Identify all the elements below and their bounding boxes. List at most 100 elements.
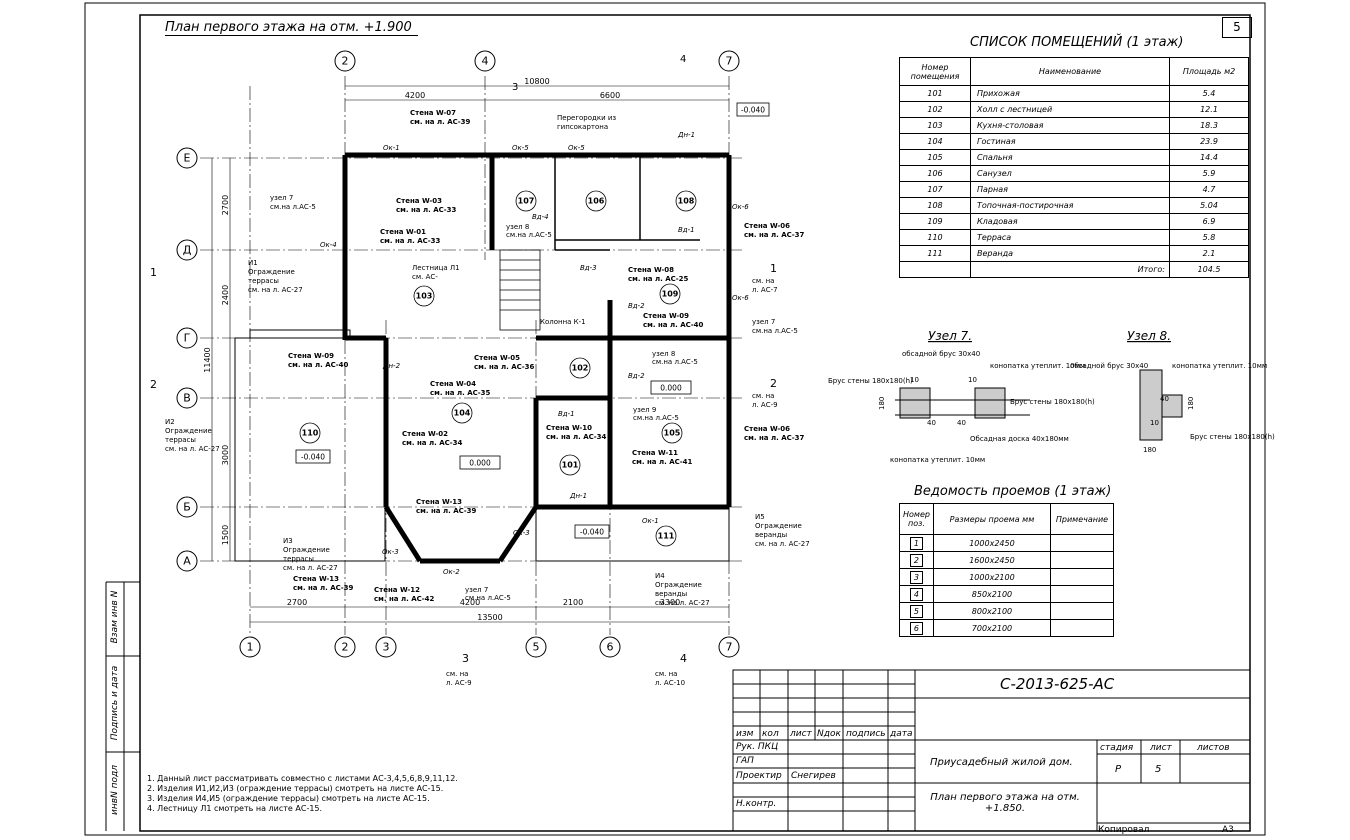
inner-frame (139, 14, 1251, 832)
stamp-gap: ГАП (736, 756, 754, 766)
opening-size: 1000х2450 (932, 534, 1051, 552)
sidebar-sign: Подпись и дата (110, 665, 120, 741)
svg-text:3000: 3000 (221, 445, 230, 465)
svg-text:Стена W-04: Стена W-04 (430, 380, 476, 388)
col-note: Примечание (1049, 503, 1115, 535)
col-name: Наименование (970, 57, 1170, 86)
table-row: 6 700х2100 (899, 619, 1115, 637)
svg-text:узел 8: узел 8 (506, 223, 529, 231)
svg-text:Ограждение: Ограждение (165, 427, 212, 435)
room-name: Санузел (970, 165, 1170, 182)
table-row: 110 Терраса 5.8 (899, 229, 1249, 246)
stamp-format: А3 (1222, 825, 1234, 835)
table-row: 3 1000х2100 (899, 568, 1115, 586)
stamp-izm: изм (736, 729, 754, 739)
room-num: 103 (899, 117, 971, 134)
axis-1: 1 (247, 641, 254, 654)
svg-text:Ограждение: Ограждение (755, 522, 802, 530)
room-num: 101 (899, 85, 971, 102)
svg-text:см. на л. АС-41: см. на л. АС-41 (632, 458, 693, 466)
table-row: 107 Парная 4.7 (899, 181, 1249, 198)
svg-text:1: 1 (770, 262, 777, 275)
svg-text:Стена W-13: Стена W-13 (293, 575, 339, 583)
svg-text:см. на л. АС-40: см. на л. АС-40 (643, 321, 704, 329)
svg-text:л. АС-9: л. АС-9 (752, 401, 778, 409)
table-row: 105 Спальня 14.4 (899, 149, 1249, 166)
opening-note (1049, 619, 1115, 637)
svg-text:10: 10 (910, 376, 919, 384)
room-name: Парная (970, 181, 1170, 198)
openings-table-title: Ведомость проемов (1 этаж) (914, 484, 1112, 499)
svg-text:гипсокартона: гипсокартона (557, 123, 608, 131)
svg-text:4200: 4200 (460, 598, 480, 607)
svg-text:см. на: см. на (752, 277, 774, 285)
axis-b: Б (183, 501, 191, 514)
col-size: Размеры проема мм (932, 503, 1051, 535)
room-area: 5.4 (1169, 85, 1249, 102)
svg-text:2: 2 (770, 377, 777, 390)
drawing-code: С-2013-625-АС (1000, 675, 1115, 693)
stair (499, 249, 541, 331)
svg-text:Дн-1: Дн-1 (677, 131, 695, 139)
svg-text:106: 106 (588, 197, 605, 206)
svg-text:Лестница Л1: Лестница Л1 (412, 264, 460, 272)
room-area: 5.9 (1169, 165, 1249, 182)
svg-text:Стена W-13: Стена W-13 (416, 498, 462, 506)
opening-pos: 4 (899, 585, 934, 603)
svg-text:обсадной брус 30х40: обсадной брус 30х40 (1070, 362, 1148, 370)
svg-text:см. на л. АС-39: см. на л. АС-39 (293, 584, 354, 592)
opening-note (1049, 602, 1115, 620)
svg-text:180: 180 (1143, 446, 1156, 454)
svg-text:11400: 11400 (203, 347, 212, 372)
svg-text:см.на л.АС-5: см.на л.АС-5 (270, 203, 316, 211)
room-num: 110 (899, 229, 971, 246)
svg-text:см. на л. АС-42: см. на л. АС-42 (374, 595, 435, 603)
stamp-data: дата (890, 729, 913, 739)
svg-text:см. на л. АС-25: см. на л. АС-25 (628, 275, 689, 283)
axis-4: 4 (482, 55, 489, 68)
room-numbers: 101 102 103 104 105 106 107 108 109 110 … (302, 197, 695, 541)
svg-text:см.на л.АС-5: см.на л.АС-5 (652, 358, 698, 366)
svg-text:107: 107 (518, 197, 535, 206)
opening-pos: 3 (899, 568, 934, 586)
stamp-kol: кол (762, 729, 779, 739)
table-row: 103 Кухня-столовая 18.3 (899, 117, 1249, 134)
svg-text:-0.040: -0.040 (301, 453, 325, 462)
svg-text:Брус стены 180х180(h): Брус стены 180х180(h) (828, 377, 913, 385)
svg-text:узел 8: узел 8 (652, 350, 675, 358)
opening-size: 850х2100 (932, 585, 1051, 603)
axis-a: А (183, 555, 191, 568)
room-num: 104 (899, 133, 971, 150)
axis-3: 3 (383, 641, 390, 654)
svg-text:-0.040: -0.040 (741, 106, 765, 115)
svg-text:Брус стены 180х180(h): Брус стены 180х180(h) (1190, 433, 1275, 441)
node8-detail (1139, 369, 1183, 441)
stamp-list-h: лист (1150, 743, 1172, 753)
stamp-sheet-name: План первого этажа на отм. +1.850. (930, 792, 1080, 814)
table-row: 106 Санузел 5.9 (899, 165, 1249, 182)
svg-text:Вд-4: Вд-4 (532, 213, 549, 221)
svg-text:см. на: см. на (752, 392, 774, 400)
svg-text:104: 104 (454, 409, 471, 418)
total-label: Итого: (970, 261, 1170, 278)
note-1: 1. Данный лист рассматривать совместно с… (147, 774, 458, 783)
room-markers (299, 190, 697, 547)
svg-text:л. АС-7: л. АС-7 (752, 286, 778, 294)
room-num: 107 (899, 181, 971, 198)
svg-text:веранды: веранды (655, 590, 687, 598)
stamp-copied: Копировал (1098, 825, 1150, 835)
svg-text:13500: 13500 (477, 613, 502, 622)
svg-text:И1: И1 (248, 259, 258, 267)
svg-text:4200: 4200 (405, 91, 425, 100)
svg-text:2100: 2100 (563, 598, 583, 607)
opening-size: 1600х2450 (932, 551, 1051, 569)
table-row: 2 1600х2450 (899, 551, 1115, 569)
svg-text:см. на л. АС-36: см. на л. АС-36 (474, 363, 535, 371)
svg-text:180: 180 (1187, 397, 1195, 410)
svg-text:Стена W-11: Стена W-11 (632, 449, 678, 457)
stamp-stadia-val: Р (1115, 764, 1122, 775)
svg-text:И3: И3 (283, 537, 293, 545)
svg-text:узел 9: узел 9 (633, 406, 656, 414)
